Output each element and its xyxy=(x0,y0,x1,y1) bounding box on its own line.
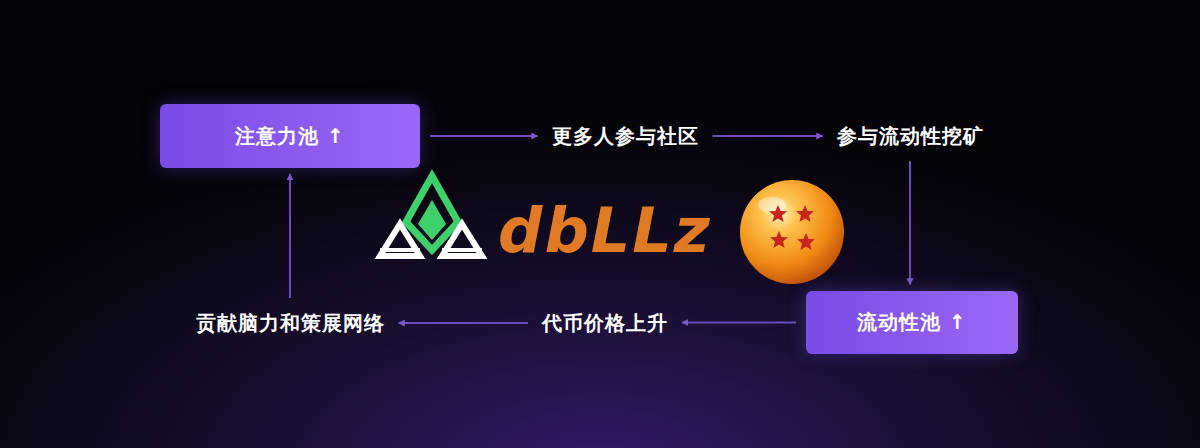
flow-arrow xyxy=(713,135,823,137)
node-text: 参与流动性挖矿 xyxy=(837,124,984,148)
step-text: 贡献脑力和策展网络 xyxy=(192,308,389,338)
brand-icon xyxy=(380,176,482,256)
node-text: 贡献脑力和策展网络 xyxy=(196,311,385,335)
node-text: 流动性池 ↑ xyxy=(857,310,967,334)
node-text: 更多人参与社区 xyxy=(552,124,699,148)
flow-arrow xyxy=(682,322,796,324)
step-text: 更多人参与社区 xyxy=(548,121,703,151)
node-text: 注意力池 ↑ xyxy=(235,124,345,148)
brand-wordmark: dbLLz xyxy=(498,200,712,262)
step-text: 参与流动性挖矿 xyxy=(833,121,988,151)
dragon-ball xyxy=(740,180,844,284)
step-text: 代币价格上升 xyxy=(538,308,672,338)
flow-arrow xyxy=(399,322,529,324)
flow-arrow xyxy=(289,174,291,298)
process-box: 注意力池 ↑ xyxy=(160,104,420,168)
flow-arrow xyxy=(909,161,911,285)
process-box: 流动性池 ↑ xyxy=(806,291,1018,354)
flow-arrow xyxy=(430,135,538,137)
node-text: 代币价格上升 xyxy=(542,311,668,335)
